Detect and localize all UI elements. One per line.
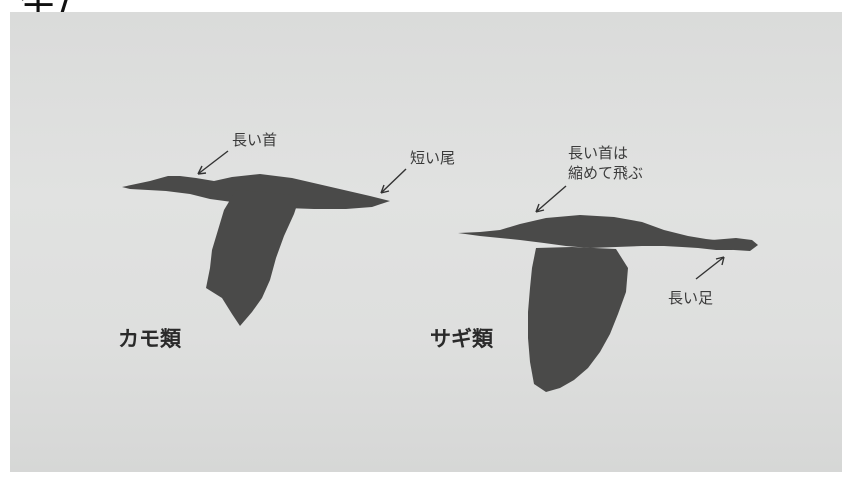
duck-silhouette <box>122 174 390 326</box>
arrow-duck-neck <box>197 150 229 175</box>
arrowhead-heron-legs <box>715 256 725 266</box>
heron-wing <box>528 247 628 392</box>
heron-leg-label: 長い足 <box>668 289 714 307</box>
arrowhead-duck-neck <box>197 165 207 175</box>
arrow-heron-legs <box>695 256 725 280</box>
heron-body <box>458 215 756 250</box>
duck-tail-label: 短い尾 <box>410 149 456 167</box>
arrow-heron-neck <box>535 185 567 213</box>
duck-neck-label: 長い首 <box>232 131 278 149</box>
heron-legs <box>712 238 758 251</box>
arrowhead-heron-neck <box>535 203 545 213</box>
heron-neck-label-line2: 縮めて飛ぶ <box>568 164 644 182</box>
arrowhead-duck-tail <box>380 184 390 194</box>
duck-wing <box>206 190 300 326</box>
arrow-duck-tail <box>380 168 407 194</box>
pointer-arrows <box>197 150 725 280</box>
heron-group-label: サギ類 <box>430 327 493 351</box>
heron-neck-label-line1: 長い首は <box>568 144 629 162</box>
duck-group-label: カモ類 <box>118 327 181 351</box>
heron-silhouette <box>458 215 758 392</box>
